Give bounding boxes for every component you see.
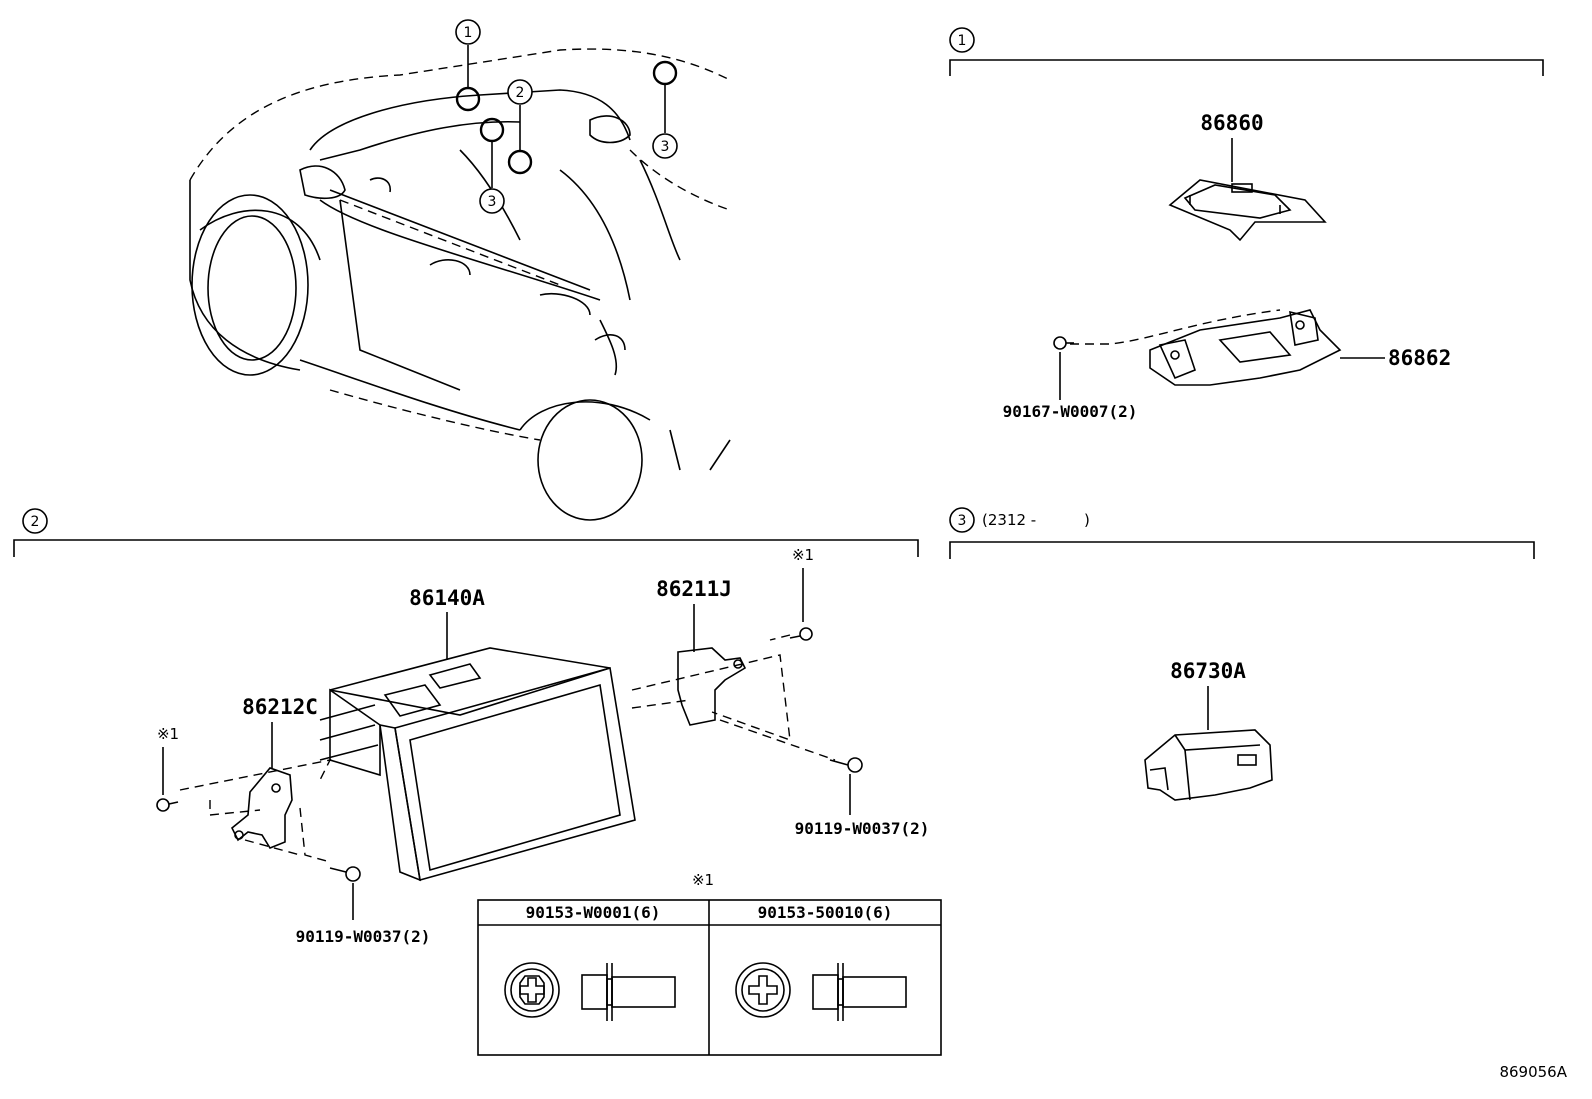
- section-2-number: 2: [31, 514, 40, 530]
- screw-90167-drawing: [1053, 336, 1074, 350]
- part-label-86212C: 86212C: [242, 695, 318, 719]
- part-label-86862: 86862: [1388, 346, 1451, 370]
- diagram-code: 869056A: [1499, 1063, 1567, 1081]
- section-1-bracket: [949, 59, 1544, 76]
- fastener-col2-header: 90153-50010(6): [758, 903, 893, 922]
- vehicle-cutaway: [189, 45, 731, 521]
- module-86860-drawing: [1168, 179, 1327, 242]
- svg-text:3: 3: [661, 139, 670, 155]
- part-label-86860: 86860: [1200, 111, 1263, 135]
- section-3-date-range-start: (2312 -: [982, 511, 1036, 529]
- callout-3-right: 3: [652, 133, 678, 159]
- section-2: 2 86140A 86211J ※1: [13, 508, 930, 946]
- callout-3-center: 3: [479, 188, 505, 214]
- screw-90119-right-drawing: [829, 757, 863, 773]
- part-label-90167: 90167-W0007(2): [1003, 402, 1138, 421]
- part-label-86140A: 86140A: [409, 586, 485, 610]
- part-label-86730A: 86730A: [1170, 659, 1246, 683]
- svg-text:1: 1: [464, 25, 473, 41]
- fastener-90153-W0001-side-view: [581, 963, 676, 1021]
- screw-ref-right-drawing: [789, 627, 813, 641]
- fastener-90153-W0001-head-view: [504, 962, 560, 1018]
- callout-2-top: 2: [507, 79, 533, 105]
- svg-text:3: 3: [488, 194, 497, 210]
- callout-1-top: 1: [455, 19, 481, 45]
- svg-text:※1: ※1: [157, 725, 179, 743]
- section-3-number: 3: [958, 513, 967, 529]
- ref-mark-right: ※1: [792, 546, 814, 564]
- part-label-90119-right: 90119-W0037(2): [795, 819, 930, 838]
- bracket-86211J-drawing: [677, 647, 747, 726]
- fastener-90153-50010-head-view: [735, 962, 791, 1018]
- section-1-number: 1: [958, 33, 967, 49]
- svg-text:2: 2: [516, 85, 525, 101]
- section-1: 1 86860 90167-W0007(2) 86862: [949, 27, 1544, 421]
- section-2-bracket: [13, 539, 919, 557]
- fastener-col1-header: 90153-W0001(6): [526, 903, 661, 922]
- module-86730A-drawing: [1144, 729, 1273, 801]
- bracket-86862-drawing: [1149, 309, 1342, 386]
- section-3-date-range-end: ): [1084, 511, 1090, 529]
- fastener-table-ref-mark: ※1: [692, 871, 714, 889]
- section-3: 3 (2312 - ) 86730A: [949, 507, 1535, 801]
- section-3-bracket: [949, 541, 1535, 559]
- screw-90119-left-drawing: [329, 866, 361, 882]
- head-unit-86140A-drawing: [319, 647, 636, 882]
- part-label-86211J: 86211J: [656, 577, 732, 601]
- svg-text:※1: ※1: [792, 546, 814, 564]
- ref-mark-left: ※1: [157, 725, 179, 743]
- fastener-table: ※1 90153-W0001(6) 90153-50010(6): [477, 871, 942, 1056]
- bracket-86212C-drawing: [230, 767, 293, 849]
- part-label-90119-left: 90119-W0037(2): [296, 927, 431, 946]
- screw-ref-left-drawing: [156, 798, 179, 812]
- fastener-90153-50010-side-view: [812, 963, 907, 1021]
